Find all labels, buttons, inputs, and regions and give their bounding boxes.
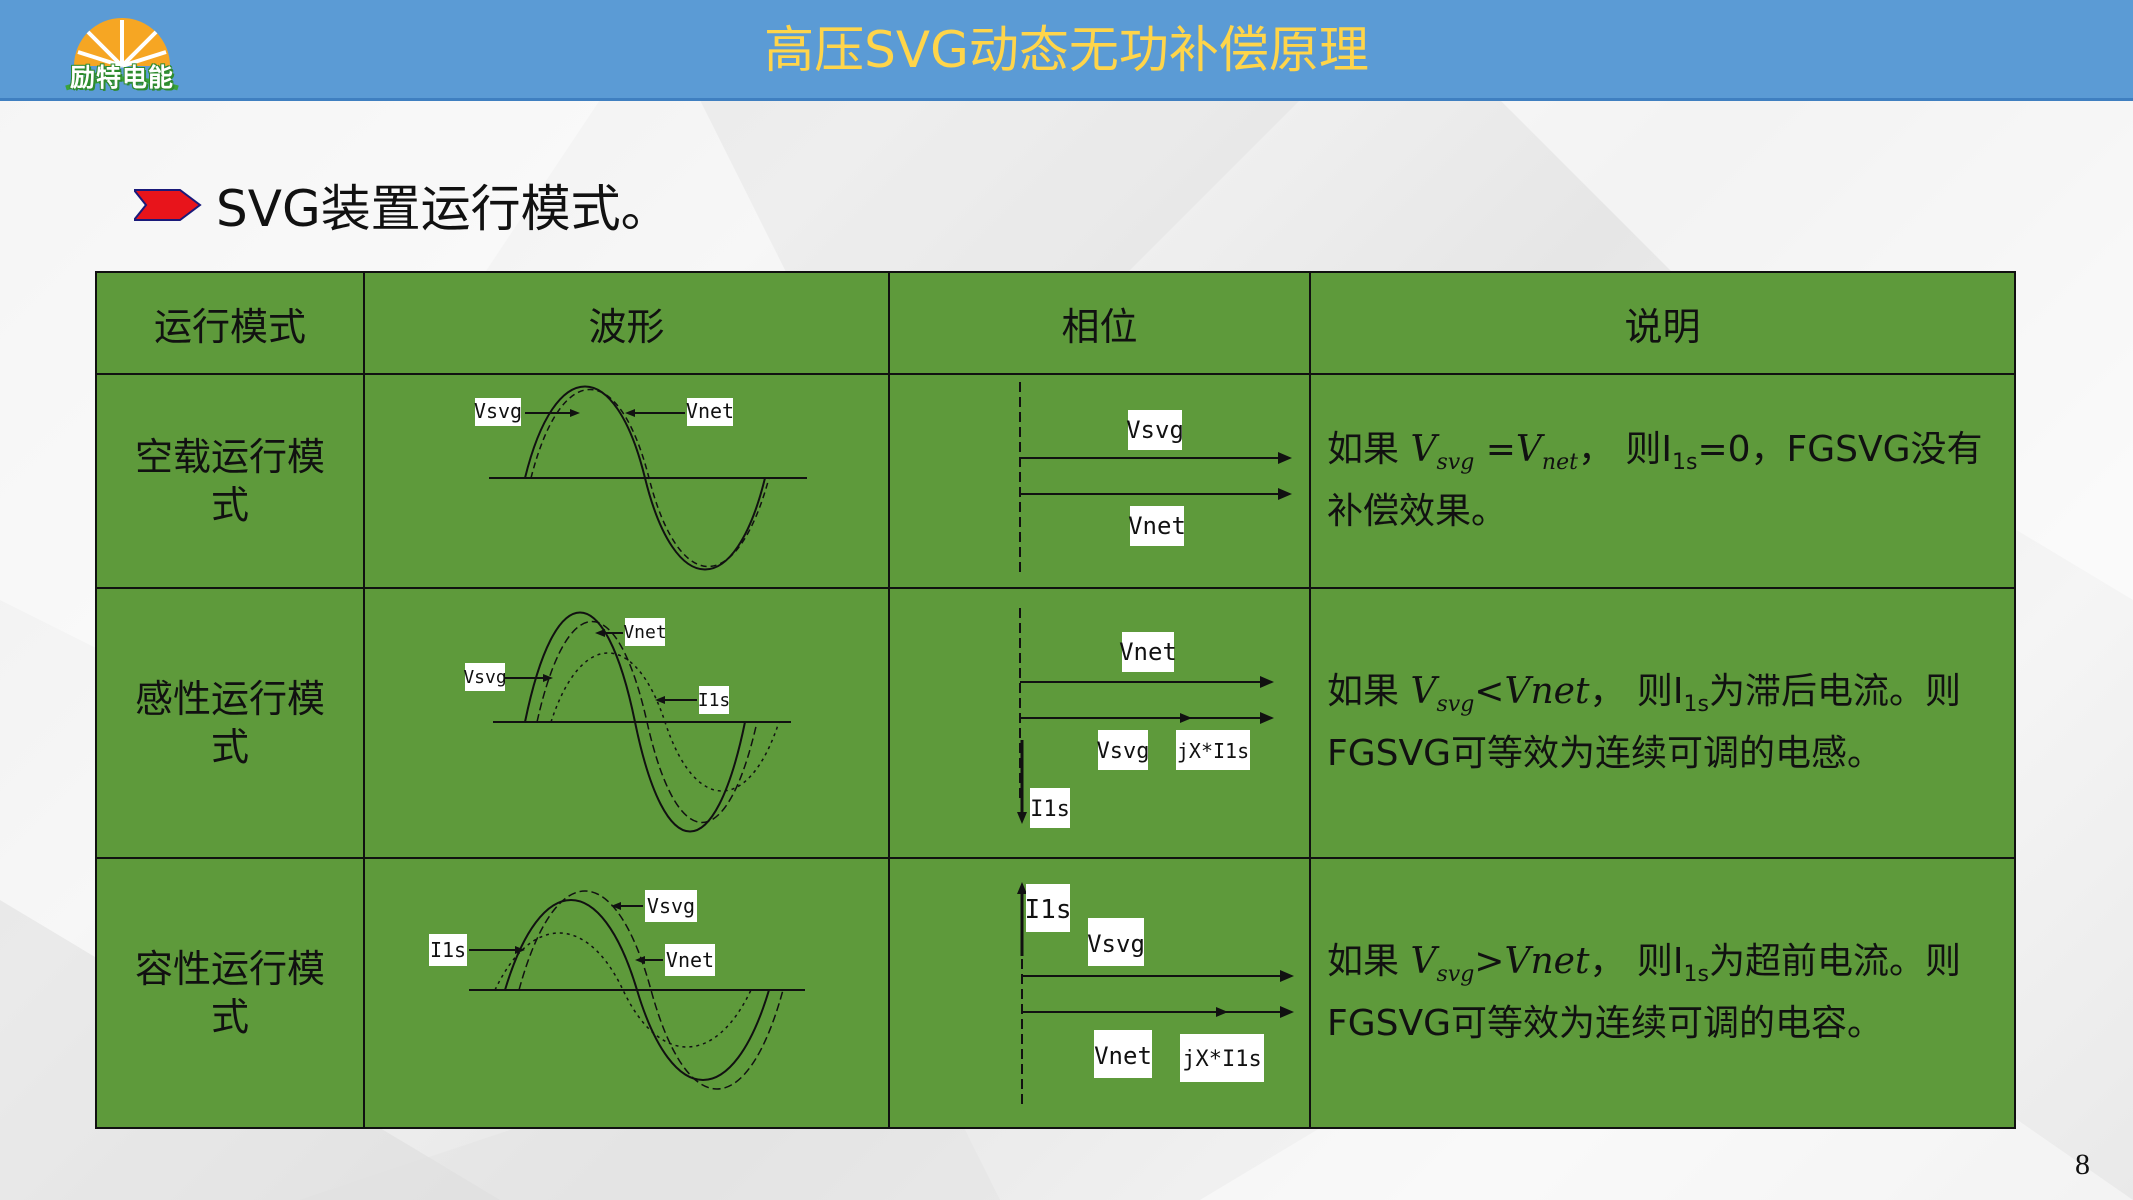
phasor-inductive: Vnet Vsvg jX*I1s I1s bbox=[1017, 608, 1274, 828]
table-row: 容性运行模式 Vsvg I1s Vnet bbox=[95, 857, 2016, 1129]
phase-label: jX*I1s bbox=[1182, 1047, 1261, 1072]
wave-label: Vsvg bbox=[647, 894, 695, 918]
wave-label: Vnet bbox=[686, 399, 734, 423]
waveform-noload: Vsvg Vnet bbox=[474, 385, 807, 571]
table-row: 感性运行模式 Vnet Vsvg I1s bbox=[95, 587, 2016, 859]
logo-sun-icon bbox=[65, 18, 179, 91]
bullet-text: SVG装置运行模式。 bbox=[216, 180, 671, 238]
wave-label: I1s bbox=[430, 938, 466, 962]
description: 如果 Vsvg =Vnet， 则I1s=0，FGSVG没有补偿效果。 bbox=[1309, 373, 2016, 589]
header-bar: 励特电能 高压SVG动态无功补偿原理 bbox=[0, 0, 2133, 101]
company-logo: 励特电能 bbox=[62, 8, 182, 94]
phase-label: Vnet bbox=[1128, 512, 1186, 540]
phase-figure: Vnet Vsvg jX*I1s I1s bbox=[888, 587, 1311, 859]
phase-figure: Vsvg Vnet bbox=[888, 373, 1311, 589]
waveform-inductive: Vnet Vsvg I1s bbox=[463, 611, 791, 833]
mode-name: 容性运行模式 bbox=[95, 857, 365, 1129]
waveform-figure: Vsvg I1s Vnet bbox=[363, 857, 890, 1129]
page-number: 8 bbox=[2075, 1148, 2090, 1181]
mode-name: 空载运行模式 bbox=[95, 373, 365, 589]
table-row: 空载运行模式 Vsvg Vnet bbox=[95, 373, 2016, 589]
table-header-row: 运行模式 波形 相位 说明 bbox=[95, 271, 2016, 375]
header-description: 说明 bbox=[1309, 271, 2016, 375]
header-phase: 相位 bbox=[888, 271, 1311, 375]
svg-mode-table: 运行模式 波形 相位 说明 空载运行模式 Vsvg Vnet bbox=[95, 271, 2016, 1129]
phase-label: Vsvg bbox=[1097, 739, 1150, 764]
phase-label: Vsvg bbox=[1126, 416, 1184, 444]
phasor-capacitive: I1s Vsvg Vnet jX*I1s bbox=[1017, 882, 1294, 1104]
mode-name: 感性运行模式 bbox=[95, 587, 365, 859]
phase-figure: I1s Vsvg Vnet jX*I1s bbox=[888, 857, 1311, 1129]
wave-label: I1s bbox=[698, 690, 731, 711]
red-arrow-icon bbox=[134, 189, 202, 221]
phase-label: I1s bbox=[1030, 797, 1070, 822]
wave-label: Vsvg bbox=[463, 667, 506, 688]
phase-label: Vsvg bbox=[1087, 930, 1145, 958]
phase-label: I1s bbox=[1025, 895, 1072, 925]
description: 如果 Vsvg>Vnet， 则I1s为超前电流。则FGSVG可等效为连续可调的电… bbox=[1309, 857, 2016, 1129]
logo-text: 励特电能 bbox=[69, 63, 174, 92]
waveform-capacitive: Vsvg I1s Vnet bbox=[429, 890, 805, 1090]
waveform-figure: Vnet Vsvg I1s bbox=[363, 587, 890, 859]
phase-label: jX*I1s bbox=[1177, 739, 1249, 763]
waveform-figure: Vsvg Vnet bbox=[363, 373, 890, 589]
phase-label: Vnet bbox=[1094, 1042, 1152, 1070]
wave-label: Vsvg bbox=[474, 399, 522, 423]
wave-label: Vnet bbox=[666, 948, 714, 972]
slide-title: 高压SVG动态无功补偿原理 bbox=[764, 21, 1369, 79]
phase-label: Vnet bbox=[1119, 638, 1177, 666]
header-mode: 运行模式 bbox=[95, 271, 365, 375]
description: 如果 Vsvg<Vnet， 则I1s为滞后电流。则FGSVG可等效为连续可调的电… bbox=[1309, 587, 2016, 859]
wave-label: Vnet bbox=[623, 622, 666, 643]
header-waveform: 波形 bbox=[363, 271, 890, 375]
phasor-noload: Vsvg Vnet bbox=[1019, 382, 1292, 576]
